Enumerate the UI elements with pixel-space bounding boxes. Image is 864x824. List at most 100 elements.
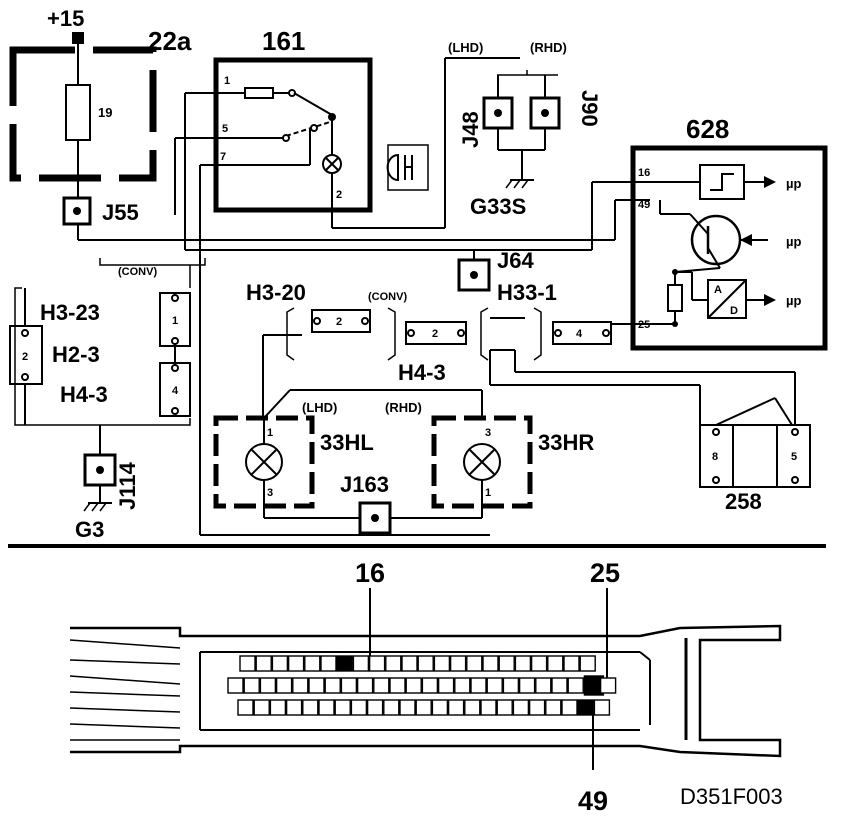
ecu-pin	[352, 655, 370, 672]
ecu-pin	[399, 699, 416, 716]
ecu-pin	[496, 699, 513, 716]
pin-hl-1: 1	[267, 427, 273, 439]
ecu-pin	[385, 655, 402, 672]
callout-25: 25	[590, 558, 620, 588]
ecu-pin	[498, 655, 515, 672]
ecu-pin	[227, 677, 244, 694]
label-h4-3-left: H4-3	[60, 382, 108, 407]
ecu-pin	[512, 699, 530, 716]
ecu-pin	[366, 699, 384, 716]
ecu-pin	[545, 699, 562, 716]
pin-h4-3-left: 4	[172, 385, 179, 397]
ecu-pin	[561, 699, 578, 716]
ecu-pin	[308, 677, 325, 694]
label-161: 161	[262, 26, 305, 56]
ecu-pin	[567, 677, 584, 694]
ecu-pin	[269, 699, 287, 716]
ecu-pin	[466, 655, 483, 672]
label-258: 258	[725, 489, 762, 514]
label-rhd-mid: (RHD)	[385, 400, 422, 415]
ecu-pin	[320, 655, 337, 672]
label-fuse-19: 19	[98, 105, 112, 120]
label-plus15: +15	[47, 6, 84, 31]
fuse-19	[65, 84, 91, 141]
ecu-pin	[579, 655, 596, 672]
ecu-pin	[259, 677, 277, 694]
connector-j163	[358, 501, 392, 535]
ecu-pin	[577, 699, 594, 716]
connector-h33-1	[552, 321, 612, 345]
label-mup-1: µp	[786, 176, 801, 191]
pin-h3-20: 2	[336, 316, 342, 328]
label-22a: 22a	[148, 26, 192, 56]
ecu-pin	[285, 699, 303, 716]
pin-161-1: 1	[224, 75, 230, 87]
pin-628-16: 16	[638, 167, 650, 179]
ecu-pin	[253, 699, 270, 716]
ecu-pin	[528, 699, 546, 716]
ecu-pin	[454, 677, 471, 694]
pin-258-8: 8	[712, 451, 718, 463]
label-lhd-mid: (LHD)	[302, 400, 337, 415]
label-j114: J114	[115, 462, 140, 510]
ecu-pin	[480, 699, 497, 716]
label-g33s: G33S	[470, 194, 526, 219]
ecu-pin	[431, 699, 449, 716]
ecu-pin	[334, 699, 351, 716]
label-h2-3: H2-3	[52, 342, 100, 367]
pin-161-7: 7	[220, 151, 226, 163]
ecu-pin	[356, 677, 374, 694]
ecu-pin	[593, 699, 611, 716]
pin-h3-23: 1	[172, 315, 178, 327]
label-mup-3: µp	[786, 293, 801, 308]
ecu-pin	[470, 677, 487, 694]
pin-h2-3: 2	[22, 351, 28, 363]
box-161	[213, 57, 373, 213]
label-628: 628	[686, 114, 729, 144]
label-33hl: 33HL	[320, 430, 374, 455]
plus15-terminal	[72, 32, 84, 44]
ecu-pin	[287, 655, 305, 672]
figure-code: D351F003	[680, 784, 783, 809]
ecu-pin	[275, 677, 293, 694]
label-mup-2: µp	[786, 234, 801, 249]
label-j48: J48	[458, 111, 483, 148]
connector-h3-20	[311, 309, 371, 333]
ecu-pin	[563, 655, 580, 672]
pin-628-25: 25	[638, 319, 650, 331]
box-628	[630, 145, 828, 351]
ecu-pin	[340, 677, 358, 694]
ecu-pin	[243, 677, 260, 694]
ecu-pin	[433, 655, 451, 672]
label-h33-1: H33-1	[497, 280, 557, 305]
ecu-pin	[482, 655, 499, 672]
label-j163: J163	[340, 472, 389, 497]
label-j55: J55	[102, 200, 139, 225]
ecu-pin	[389, 677, 406, 694]
ecu-pin	[547, 655, 564, 672]
ecu-pin	[324, 677, 341, 694]
label-j64: J64	[497, 248, 534, 273]
ecu-connector-outline	[70, 624, 782, 758]
connector-258	[699, 424, 811, 488]
ecu-pin	[350, 699, 368, 716]
ecu-pin	[447, 699, 465, 716]
ecu-pin	[304, 655, 321, 672]
pin-h33-1: 4	[576, 328, 583, 340]
label-ad-d: D	[730, 305, 738, 317]
label-33hr: 33HR	[538, 430, 594, 455]
pin-628-49: 49	[638, 199, 650, 211]
callout-16: 16	[355, 558, 385, 588]
ecu-pin	[401, 655, 418, 672]
pin-hl-3: 3	[267, 487, 273, 499]
label-h3-23: H3-23	[40, 300, 100, 325]
ecu-pin	[318, 699, 335, 716]
ecu-pin	[239, 655, 256, 672]
label-h3-20: H3-20	[246, 280, 306, 305]
callout-49: 49	[578, 786, 608, 816]
ecu-pin	[486, 677, 503, 694]
ecu-pin	[535, 677, 552, 694]
ecu-pin	[302, 699, 319, 716]
ecu-pin-grid	[227, 655, 617, 716]
